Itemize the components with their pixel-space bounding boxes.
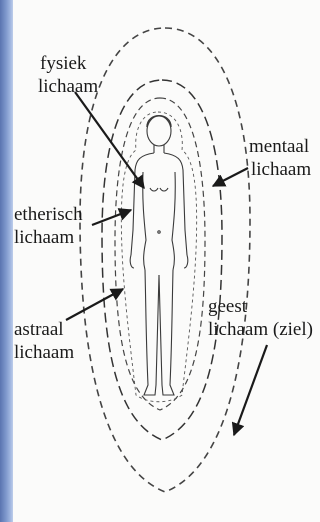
arrow-spirit xyxy=(234,345,267,435)
physical-body-figure xyxy=(130,116,188,395)
spirit-body-aura xyxy=(80,28,250,492)
label-physical-line2: lichaam xyxy=(38,75,98,98)
label-mental-body: mentaal lichaam xyxy=(249,135,311,181)
label-etheric-body: etherisch lichaam xyxy=(14,203,83,249)
label-physical-body: fysiek lichaam xyxy=(38,52,98,98)
label-astral-line1: astraal xyxy=(14,318,74,341)
label-spirit-line1: geest xyxy=(208,295,313,318)
label-spirit-line2: lichaam (ziel) xyxy=(208,318,313,341)
label-spirit-body: geest lichaam (ziel) xyxy=(208,295,313,341)
label-etheric-line2: lichaam xyxy=(14,226,83,249)
label-etheric-line1: etherisch xyxy=(14,203,83,226)
label-astral-line2: lichaam xyxy=(14,341,74,364)
label-astral-body: astraal lichaam xyxy=(14,318,74,364)
arrow-etheric xyxy=(92,210,131,225)
label-physical-line1: fysiek xyxy=(38,52,98,75)
etheric-body-outline xyxy=(121,112,196,402)
label-mental-line2: lichaam xyxy=(249,158,311,181)
astral-body-aura xyxy=(115,98,205,410)
label-mental-line1: mentaal xyxy=(249,135,311,158)
arrow-astral xyxy=(66,289,123,320)
